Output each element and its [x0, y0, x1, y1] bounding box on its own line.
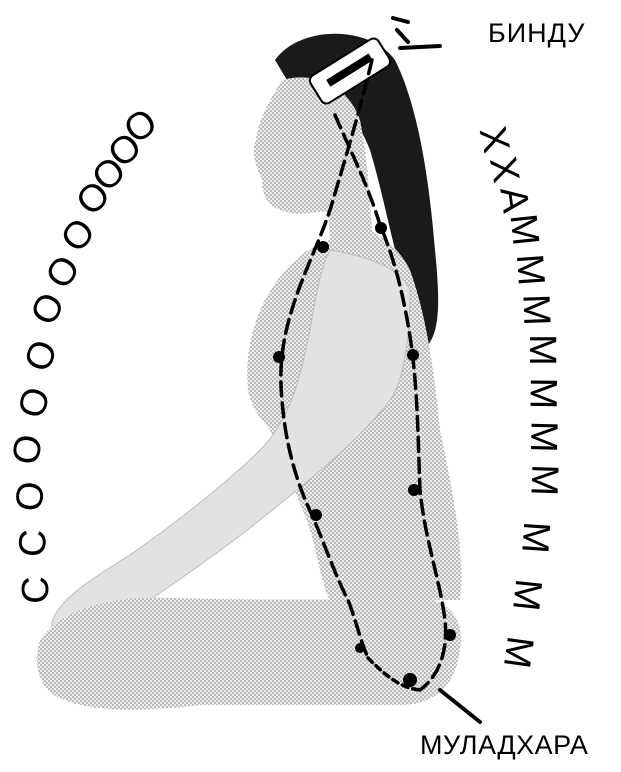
muladhara-tail — [440, 690, 480, 722]
node — [408, 484, 420, 496]
arc-letter: Х — [481, 154, 527, 186]
arc-letter: М — [514, 293, 557, 326]
bindu-mark — [393, 18, 440, 48]
arc-letter: М — [521, 377, 563, 409]
arc-letter: О — [23, 286, 74, 332]
muladhara-label: МУЛАДХАРА — [420, 730, 588, 761]
arc-letter: С — [15, 576, 57, 603]
arc-letter: М — [522, 464, 565, 497]
legs — [37, 598, 461, 710]
arc-letter: С — [12, 528, 56, 558]
arc-letter: Х — [471, 123, 517, 157]
arc-letter: М — [522, 420, 565, 453]
node — [355, 643, 365, 653]
woman-body — [37, 34, 461, 710]
arc-letter: М — [501, 212, 546, 248]
arc-letter: О — [5, 431, 51, 467]
arc-letter: О — [11, 383, 60, 423]
node — [310, 509, 322, 521]
node — [375, 222, 387, 234]
arc-letter: О — [16, 334, 66, 377]
arc-letter: М — [504, 577, 549, 613]
node — [444, 629, 456, 641]
arc-letter: О — [8, 479, 53, 513]
arc-letter: М — [513, 520, 557, 555]
arc-letter: М — [495, 634, 541, 671]
node — [403, 673, 417, 687]
arc-letter: М — [521, 334, 563, 366]
node — [317, 241, 329, 253]
arc-letter: А — [491, 184, 536, 216]
bindu-label: БИНДУ — [488, 18, 585, 49]
node — [273, 351, 285, 363]
arc-letter: М — [508, 253, 552, 288]
node — [407, 349, 419, 361]
